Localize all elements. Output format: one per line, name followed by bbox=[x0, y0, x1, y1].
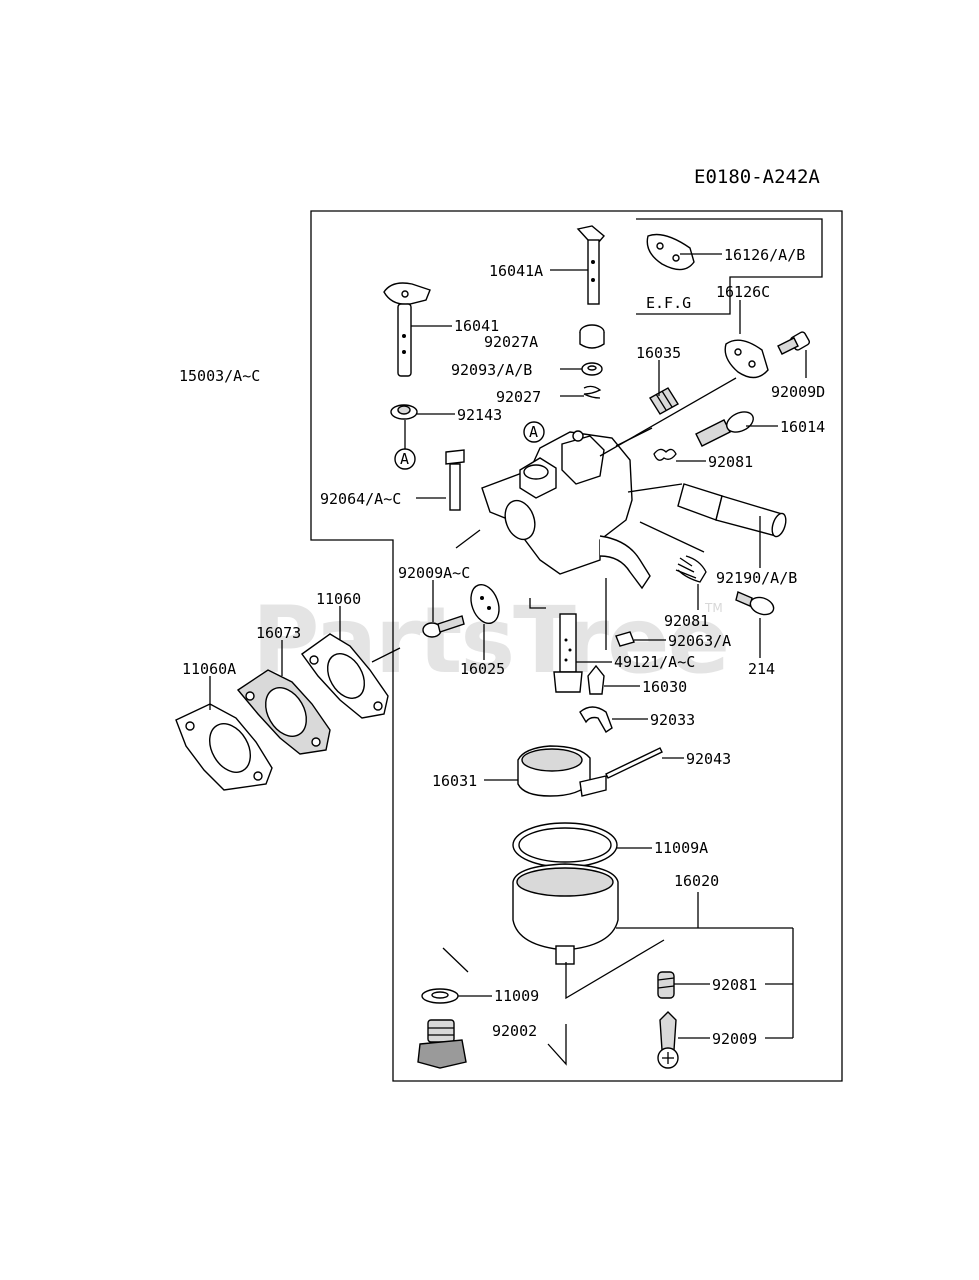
insulator-16073-part[interactable] bbox=[236, 669, 331, 755]
leader-lines bbox=[209, 253, 807, 1066]
callout-marker-a-body: A bbox=[523, 421, 545, 443]
label-16014: 16014 bbox=[780, 418, 825, 436]
label-92043: 92043 bbox=[686, 750, 731, 768]
label-16041a: 16041A bbox=[489, 262, 543, 280]
label-92009: 92009 bbox=[712, 1030, 757, 1048]
spring-92081-lower-part[interactable] bbox=[657, 971, 675, 999]
label-92093: 92093/A/B bbox=[451, 361, 532, 379]
screw-92009d-part[interactable] bbox=[777, 331, 811, 355]
label-16041: 16041 bbox=[454, 317, 499, 335]
label-214: 214 bbox=[748, 660, 775, 678]
label-92081-upper: 92081 bbox=[708, 453, 753, 471]
diagram-code: E0180-A242A bbox=[694, 166, 820, 188]
gasket-11060-part[interactable] bbox=[301, 633, 389, 719]
seal-92027a-part[interactable] bbox=[579, 324, 605, 349]
label-11060: 11060 bbox=[316, 590, 361, 608]
label-15003: 15003/A~C bbox=[179, 367, 260, 385]
label-49121: 49121/A~C bbox=[614, 653, 695, 671]
bowl-gasket-11009a-part[interactable] bbox=[512, 822, 618, 868]
spring-92027-part[interactable] bbox=[583, 385, 602, 399]
float-bowl-16020-part[interactable] bbox=[512, 863, 619, 965]
label-11009a: 11009A bbox=[654, 839, 708, 857]
plug-92063-part[interactable] bbox=[615, 631, 635, 647]
label-92081-middle: 92081 bbox=[664, 612, 709, 630]
tube-92190-part[interactable] bbox=[677, 483, 788, 538]
float-valve-16030-part[interactable] bbox=[587, 664, 605, 695]
float-pin-92043-part[interactable] bbox=[605, 747, 663, 779]
carburetor-body-part[interactable] bbox=[481, 430, 651, 590]
plate-16126-part[interactable] bbox=[646, 233, 695, 271]
label-92027: 92027 bbox=[496, 388, 541, 406]
label-92063: 92063/A bbox=[668, 632, 731, 650]
label-92033: 92033 bbox=[650, 711, 695, 729]
label-16126c: 16126C bbox=[716, 283, 770, 301]
screw-92064-part[interactable] bbox=[445, 449, 465, 511]
label-92143: 92143 bbox=[457, 406, 502, 424]
screw-214-part[interactable] bbox=[735, 591, 776, 618]
label-16126-a-b: 16126/A/B bbox=[724, 246, 805, 264]
screw-92009-part[interactable] bbox=[657, 1011, 679, 1069]
spring-92081-middle-part[interactable] bbox=[675, 555, 707, 583]
callout-marker-a-left: A bbox=[394, 448, 416, 470]
idle-screw-16014-part[interactable] bbox=[695, 408, 756, 447]
label-efg: E.F.G bbox=[646, 294, 691, 312]
svg-text:A: A bbox=[400, 450, 409, 468]
washer-92093-part[interactable] bbox=[581, 362, 603, 376]
svg-text:A: A bbox=[529, 423, 538, 441]
label-16030: 16030 bbox=[642, 678, 687, 696]
screw-92009a-part[interactable] bbox=[422, 615, 465, 638]
drain-bolt-92002-part[interactable] bbox=[417, 1019, 467, 1069]
label-11060a: 11060A bbox=[182, 660, 236, 678]
clip-92033-part[interactable] bbox=[579, 706, 613, 733]
label-16073: 16073 bbox=[256, 624, 301, 642]
pilot-jet-16035-part[interactable] bbox=[649, 387, 679, 415]
assembly-frame bbox=[310, 210, 843, 1082]
label-92064: 92064/A~C bbox=[320, 490, 401, 508]
efg-inset-frame bbox=[636, 218, 823, 315]
gasket-11060a-part[interactable] bbox=[175, 703, 273, 791]
label-92081-lower: 92081 bbox=[712, 976, 757, 994]
washer-11009-part[interactable] bbox=[421, 988, 459, 1004]
label-92009d: 92009D bbox=[771, 383, 825, 401]
label-92027a: 92027A bbox=[484, 333, 538, 351]
label-16025: 16025 bbox=[460, 660, 505, 678]
main-nozzle-49121-part[interactable] bbox=[553, 613, 583, 693]
spring-92081-upper-part[interactable] bbox=[653, 448, 677, 461]
choke-shaft-part[interactable] bbox=[383, 282, 431, 377]
grommet-92143-part[interactable] bbox=[390, 404, 418, 420]
label-92002: 92002 bbox=[492, 1022, 537, 1040]
label-16031: 16031 bbox=[432, 772, 477, 790]
label-11009: 11009 bbox=[494, 987, 539, 1005]
label-16035: 16035 bbox=[636, 344, 681, 362]
label-92190: 92190/A/B bbox=[716, 569, 797, 587]
label-92009a: 92009A~C bbox=[398, 564, 470, 582]
float-16031-part[interactable] bbox=[517, 745, 607, 797]
part-labels: 16041A 16126/A/B E.F.G 16126C 16041 9202… bbox=[179, 246, 825, 1048]
label-16020: 16020 bbox=[674, 872, 719, 890]
plate-16126c-part[interactable] bbox=[724, 339, 769, 379]
watermark-trademark: TM bbox=[704, 601, 723, 615]
throttle-plate-16025-part[interactable] bbox=[466, 581, 504, 627]
throttle-shaft-a-part[interactable] bbox=[576, 225, 605, 305]
